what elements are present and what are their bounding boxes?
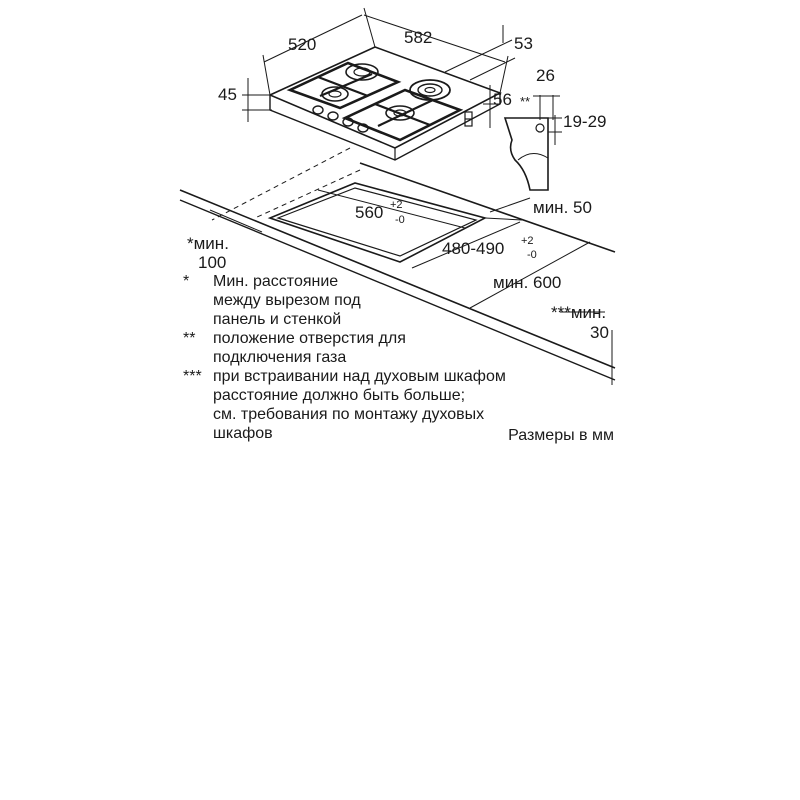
dim-cutout-width-tol-minus: -0	[395, 214, 405, 226]
footnote-mark: ***	[183, 368, 202, 385]
worktop-back-edge	[359, 162, 616, 253]
dimension-labels: 520 582 53 45 56 26 ** 19-29 560 +2 -0 4…	[187, 28, 609, 342]
dim-min-worktop: мин. 600	[493, 273, 561, 292]
footnote-text: при встраивании над духовым шкафом расст…	[213, 368, 506, 442]
dim-gas-hole-mark: **	[520, 94, 530, 109]
control-knobs	[312, 105, 369, 133]
worktop-front-edge	[179, 189, 616, 369]
dim-hob-thickness: 56	[493, 90, 512, 109]
footnote: *** при встраивании над духовым шкафом р…	[183, 367, 613, 443]
dim-hob-width: 520	[288, 35, 316, 54]
worktop-dimension-lines	[209, 189, 613, 385]
burner-rear-right	[409, 79, 451, 101]
dim-cutout-depth-tol-plus: +2	[521, 235, 534, 247]
units-label: Размеры в мм	[508, 427, 614, 444]
dim-min-oven-label: ***мин.	[551, 303, 606, 322]
burner-front-left	[321, 86, 349, 102]
dim-gas-hole-height: 19-29	[563, 112, 606, 131]
hob-drawing	[268, 46, 502, 161]
footnote-text: Мин. расстояние между вырезом под панель…	[213, 273, 361, 328]
dim-min-front: мин. 50	[533, 198, 592, 217]
dim-min-wall-label: *мин.	[187, 234, 229, 253]
footnote: ** положение отверстия для подключения г…	[183, 329, 613, 367]
footnote-text: положение отверстия для подключения газа	[213, 330, 406, 366]
dim-hob-height: 45	[218, 85, 237, 104]
worktop	[179, 147, 616, 381]
burner-front-right	[385, 105, 415, 121]
dim-min-wall-value: 100	[198, 253, 226, 272]
footnote-mark: **	[183, 330, 196, 347]
grate-left	[286, 61, 402, 110]
dim-hob-depth: 582	[404, 28, 432, 47]
dim-top-offset: 53	[514, 34, 533, 53]
gas-nozzle	[464, 111, 473, 127]
footnotes: * Мин. расстояние между вырезом под пане…	[183, 272, 613, 443]
footnote-mark: *	[183, 273, 190, 290]
footnote: * Мин. расстояние между вырезом под пане…	[183, 272, 613, 329]
dim-cutout-width-tol-plus: +2	[390, 199, 403, 211]
dim-gas-hole-offset: 26	[536, 66, 555, 85]
dim-cutout-depth: 480-490	[442, 239, 504, 258]
burner-rear-left	[345, 63, 379, 81]
hob-dimension-lines	[242, 7, 516, 128]
gas-connection-detail	[503, 95, 562, 191]
dim-min-oven-value: 30	[590, 323, 609, 342]
dim-cutout-width: 560	[355, 203, 383, 222]
dim-cutout-depth-tol-minus: -0	[527, 249, 537, 261]
grate-right	[341, 88, 464, 142]
